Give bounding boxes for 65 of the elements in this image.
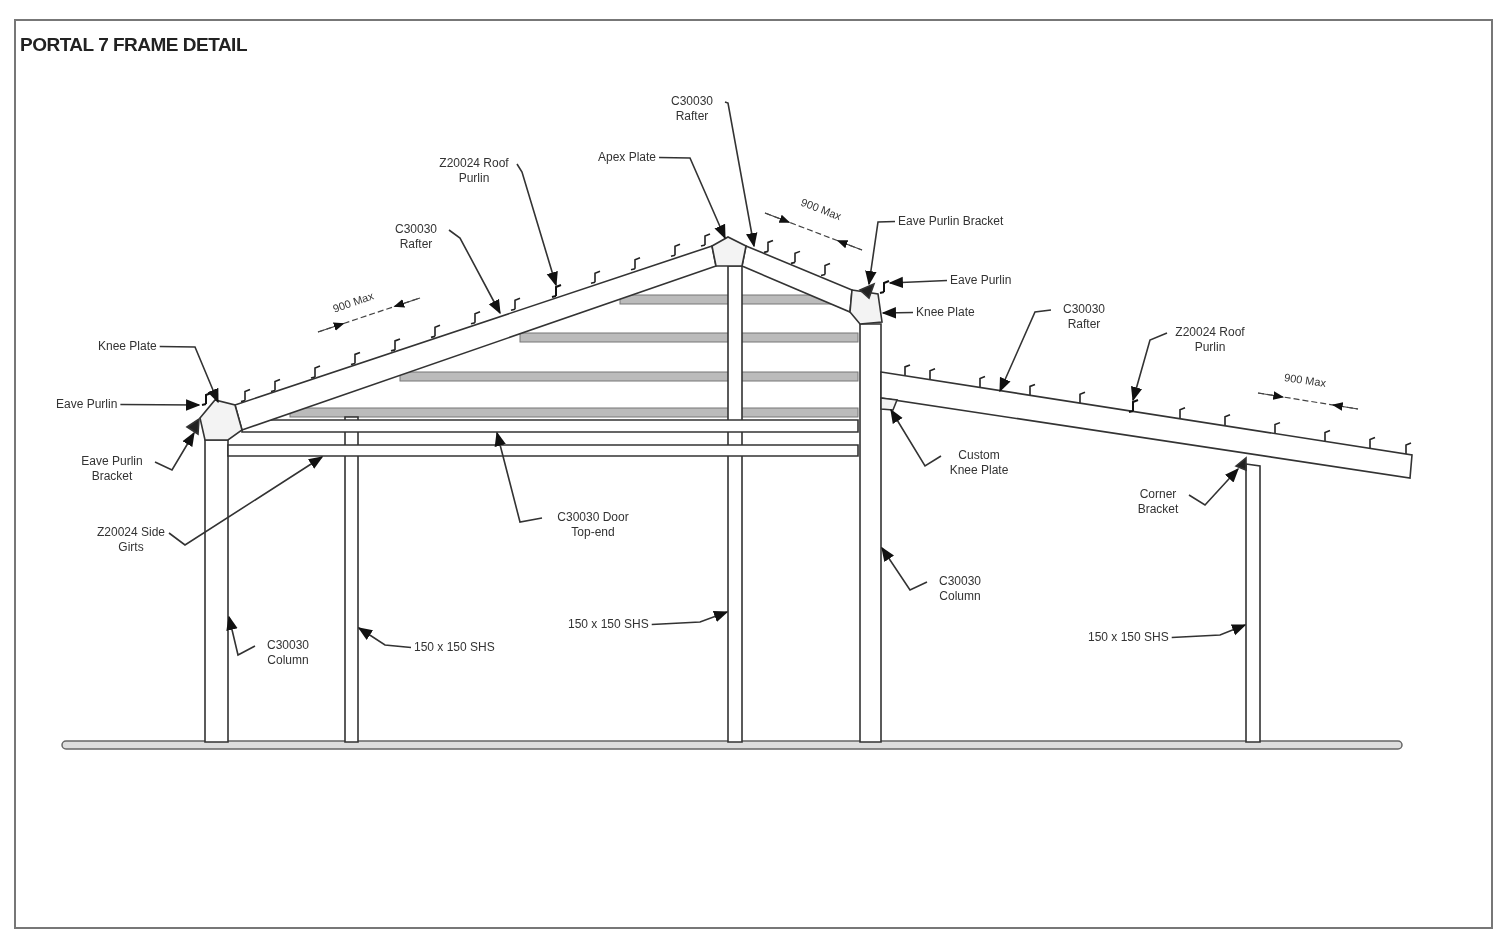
leader-line [494, 431, 543, 523]
part-label: Knee Plate [916, 305, 975, 320]
part-label: Eave Purlin Bracket [72, 454, 152, 484]
leader-line [448, 229, 501, 315]
leader-line [154, 431, 195, 472]
leader-line [881, 307, 914, 319]
post [727, 265, 743, 743]
dimension-label: 900 Max [1283, 371, 1327, 389]
side-girt [227, 444, 859, 457]
part-label: 150 x 150 SHS [1088, 630, 1169, 645]
part-label: 150 x 150 SHS [568, 617, 649, 632]
part-label: C30030 Rafter [1054, 302, 1114, 332]
leader-line [650, 611, 729, 626]
part-label: Z20024 Side Girts [96, 525, 166, 555]
leader-line [724, 101, 758, 248]
leader-line [1188, 467, 1239, 507]
leader-line [1170, 624, 1247, 639]
rafter [880, 371, 1413, 479]
part-label: Eave Purlin [56, 397, 118, 412]
eave-purlin [879, 280, 890, 294]
leader-line [516, 163, 558, 287]
part-label: Z20024 Roof Purlin [434, 156, 514, 186]
roof-purlin [551, 284, 562, 298]
part-label: Custom Knee Plate [944, 448, 1014, 478]
leader-line [119, 399, 201, 411]
part-label: C30030 Column [258, 638, 318, 668]
leader-line [357, 627, 412, 649]
part-label: Z20024 Roof Purlin [1170, 325, 1250, 355]
apex-plate [711, 236, 747, 267]
leader-line [888, 276, 948, 289]
part-label: C30030 Column [930, 574, 990, 604]
leader-line [168, 456, 324, 546]
door-beam [241, 419, 859, 433]
leader-line [881, 546, 928, 591]
part-label: Eave Purlin Bracket [898, 214, 1004, 229]
leader-line [158, 345, 219, 404]
part-label: Eave Purlin [950, 273, 1012, 288]
leader-line [890, 408, 942, 468]
knee-plate [880, 397, 899, 411]
leader-line [226, 615, 256, 657]
part-label: C30030 Rafter [662, 94, 722, 124]
part-label: Knee Plate [98, 339, 157, 354]
drawing-title: PORTAL 7 FRAME DETAIL [20, 34, 247, 56]
dimension-label: 900 Max [331, 289, 375, 315]
post [344, 416, 359, 743]
part-label: C30030 Rafter [386, 222, 446, 252]
part-label: 150 x 150 SHS [414, 640, 495, 655]
corner-bracket [1234, 456, 1247, 472]
leader-line [1131, 332, 1168, 402]
leader-line [658, 156, 726, 240]
leader-line [865, 220, 896, 286]
column [859, 323, 882, 743]
post [1245, 463, 1261, 743]
part-label: Apex Plate [598, 150, 657, 165]
leader-line [999, 309, 1052, 393]
part-label: Corner Bracket [1130, 487, 1186, 517]
column [204, 439, 229, 743]
eave-purlin [201, 392, 212, 406]
knee-plate [199, 399, 243, 441]
purlin-bracket [858, 282, 876, 300]
part-label: C30030 Door Top-end [545, 510, 641, 540]
knee-plate [849, 289, 883, 325]
rafter [741, 244, 853, 314]
dimension-label: 900 Max [799, 195, 843, 223]
roof-purlin [1128, 399, 1139, 413]
